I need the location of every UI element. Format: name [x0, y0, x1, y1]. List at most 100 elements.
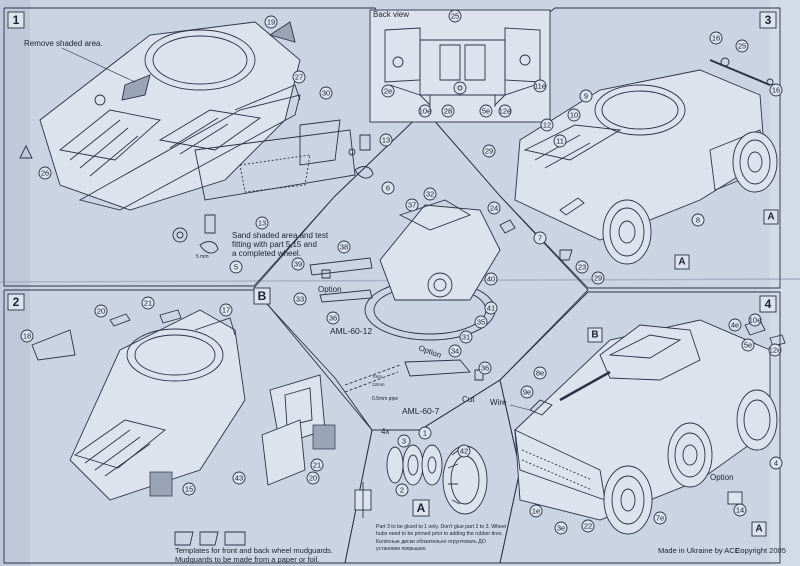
part-callout: 31	[459, 330, 473, 344]
svg-text:10e: 10e	[749, 316, 762, 325]
part-callout: 17	[219, 303, 233, 317]
part-callout: 9e	[520, 385, 534, 399]
svg-text:14: 14	[736, 506, 744, 515]
subassembly-callout-a: A	[751, 521, 767, 537]
part-callout: 12e	[498, 104, 512, 118]
part-callout: 18	[20, 329, 34, 343]
step-box-3: 3	[759, 11, 777, 29]
step-number: A	[417, 501, 426, 515]
part-callout: 10e	[748, 313, 762, 327]
subassembly-callout-a: A	[763, 209, 779, 225]
part-callout: 19	[264, 15, 278, 29]
panel-4-drawing: Wire Option 8e 9e 4e 10e 5e 12e 4 14 1e …	[490, 313, 786, 537]
svg-text:10: 10	[570, 111, 578, 120]
svg-text:27: 27	[295, 73, 303, 82]
svg-text:12e: 12e	[769, 346, 782, 355]
svg-text:A: A	[767, 212, 774, 223]
part-callout: 28	[441, 104, 455, 118]
svg-text:7: 7	[538, 234, 542, 243]
panel-a-drawing: 4x 3 1 2 42 Part 3 to be glued to 1 only…	[354, 426, 506, 552]
svg-text:11e: 11e	[534, 82, 546, 91]
step-box-2: 2	[7, 293, 25, 311]
subassembly-callout-b: B	[587, 327, 603, 343]
part-callout: 12	[540, 118, 554, 132]
svg-text:20: 20	[97, 307, 105, 316]
part-callout: 2	[395, 483, 409, 497]
part-callout: 36	[478, 361, 492, 375]
part-callout: 26	[38, 166, 52, 180]
svg-text:6: 6	[386, 184, 390, 193]
part-callout: 11e	[533, 79, 547, 93]
svg-text:B: B	[591, 330, 598, 341]
part-callout: 5e	[479, 104, 493, 118]
part-callout: 43	[232, 471, 246, 485]
svg-text:12: 12	[543, 121, 551, 130]
svg-text:35: 35	[477, 318, 485, 327]
svg-text:29: 29	[485, 147, 493, 156]
part-callout: 7	[533, 231, 547, 245]
part-callout: 21	[310, 458, 324, 472]
svg-text:17: 17	[222, 306, 230, 315]
part-callout: 2e	[381, 84, 395, 98]
variant-label-aml-60-12: AML-60-12	[330, 326, 372, 336]
step-box-1: 1	[7, 11, 25, 29]
part-callout: 15	[182, 482, 196, 496]
svg-text:4: 4	[774, 459, 778, 468]
part-callout: 13	[379, 133, 393, 147]
part-callout: 13	[255, 216, 269, 230]
svg-text:12e: 12e	[499, 107, 512, 116]
part-callout: 8e	[533, 366, 547, 380]
svg-text:2: 2	[400, 486, 404, 495]
part-callout: 9	[579, 89, 593, 103]
step-number: 2	[13, 295, 20, 309]
part-callout: 24	[487, 201, 501, 215]
step-box-a: A	[412, 499, 430, 517]
step-number: B	[258, 289, 267, 303]
svg-text:36: 36	[481, 364, 489, 373]
note-en-line-2: hubs need to be primed prior to adding t…	[376, 531, 503, 537]
svg-text:8e: 8e	[536, 369, 544, 378]
svg-text:2e: 2e	[384, 87, 392, 96]
svg-text:1e: 1e	[532, 507, 540, 516]
svg-text:1: 1	[423, 429, 427, 438]
back-view-drawing: Back view 25 2e 10e 28 5e 12e 11e	[369, 9, 551, 123]
part-callout: 29	[591, 271, 605, 285]
part-callout: 34	[448, 344, 462, 358]
part-callout: 30	[319, 86, 333, 100]
svg-text:20: 20	[309, 474, 317, 483]
part-callout: 25	[735, 39, 749, 53]
svg-text:24: 24	[490, 204, 498, 213]
part-callout: 4e	[728, 318, 742, 332]
variant-label-aml-60-7: AML-60-7	[402, 406, 440, 416]
part-callout: 27	[292, 70, 306, 84]
step-number: 1	[13, 13, 20, 27]
svg-text:3e: 3e	[557, 524, 565, 533]
svg-text:16: 16	[712, 34, 720, 43]
svg-text:25: 25	[738, 42, 746, 51]
part-callout: 38	[337, 240, 351, 254]
part-callout: 7e	[653, 511, 667, 525]
part-callout: 36	[326, 311, 340, 325]
svg-text:36: 36	[329, 314, 337, 323]
dim-label: 12mm	[372, 382, 385, 387]
part-callout: 20	[94, 304, 108, 318]
note-en-line-1: Part 3 to be glued to 1 only. Don't glue…	[376, 524, 506, 530]
back-view-title: Back view	[373, 10, 409, 19]
svg-text:41: 41	[487, 304, 495, 313]
part-callout: 10	[567, 108, 581, 122]
svg-text:10e: 10e	[419, 107, 432, 116]
note-sand-line-2: fitting with part 5,15 and	[232, 240, 317, 249]
copyright-label: Copyright 2005	[735, 546, 786, 555]
part-callout: 37	[405, 198, 419, 212]
svg-text:8: 8	[696, 216, 700, 225]
svg-text:3: 3	[402, 437, 406, 446]
svg-text:A: A	[678, 257, 685, 268]
quantity-label: 4x	[381, 427, 389, 436]
part-callout: 40	[484, 272, 498, 286]
cut-label: Cut	[462, 395, 475, 404]
part-callout: 41	[484, 301, 498, 315]
option-label: Option	[710, 473, 734, 482]
svg-text:5e: 5e	[744, 341, 752, 350]
svg-text:19: 19	[267, 18, 275, 27]
